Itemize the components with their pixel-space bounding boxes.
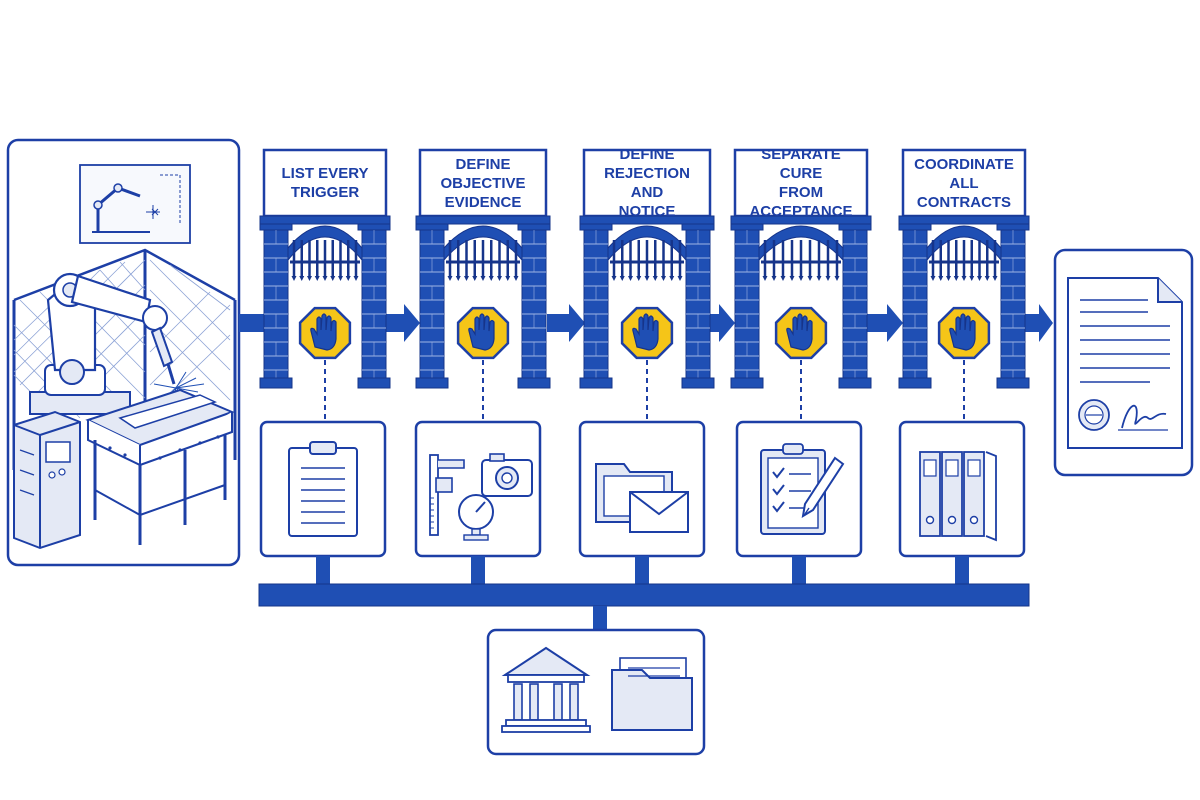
- gate-label-2: DEFINE OBJECTIVE EVIDENCE: [440, 155, 526, 211]
- bus-drop: [635, 556, 649, 584]
- gate-5: [898, 148, 1030, 584]
- folder-envelope-icon: [595, 463, 689, 533]
- evidence-box-2: [414, 420, 542, 558]
- stop-hand-icon: [774, 306, 828, 360]
- flow-arrow-5: [1023, 304, 1053, 342]
- evidence-box-4: [735, 420, 863, 558]
- bus-drop: [471, 556, 485, 584]
- flow-connector: [239, 314, 265, 332]
- gate-sign: [262, 148, 388, 218]
- checklist-pen-icon: [760, 443, 845, 535]
- evidence-box-3: [578, 420, 706, 558]
- measurement-tools-icon: [429, 453, 533, 541]
- stop-hand-icon: [298, 306, 352, 360]
- gate-sign: [901, 148, 1027, 218]
- flow-arrow-4: [865, 304, 903, 342]
- flow-arrow-2: [547, 304, 585, 342]
- evidence-box-1: [259, 420, 387, 558]
- archive-panel: [486, 628, 706, 756]
- robotic-welding-cell-panel: [6, 138, 241, 567]
- gate-2: [414, 148, 551, 584]
- file-folder-icon: [611, 657, 693, 731]
- signed-document-panel: [1053, 248, 1194, 477]
- blueprint-icon: [79, 164, 191, 244]
- evidence-box-5: [898, 420, 1026, 558]
- gate-label-3: DEFINE REJECTION AND NOTICE: [604, 146, 690, 220]
- evidence-bus: [258, 583, 1030, 630]
- gate-label-5: COORDINATE ALL CONTRACTS: [914, 155, 1014, 211]
- gate-label-4: SEPARATE CURE FROM ACCEPTANCE: [749, 146, 853, 220]
- gate-pillar: [419, 229, 445, 379]
- flow-arrows: [239, 304, 1053, 342]
- stop-hand-icon: [620, 306, 674, 360]
- stop-hand-icon: [937, 306, 991, 360]
- stop-hand-icon: [456, 306, 510, 360]
- gates: [259, 148, 1030, 584]
- binders-icon: [919, 451, 997, 542]
- gate-4: [730, 148, 872, 584]
- gate-1: [259, 148, 391, 584]
- bus-drop: [316, 556, 330, 584]
- gate-label-1: LIST EVERY TRIGGER: [281, 165, 369, 201]
- control-cabinet-icon: [13, 410, 81, 550]
- welding-table-icon: [85, 388, 235, 545]
- clipboard-icon: [288, 441, 358, 537]
- signature-icon: [1118, 405, 1168, 431]
- flow-arrow-1: [382, 304, 420, 342]
- seal-icon: [1078, 399, 1110, 431]
- courthouse-icon: [501, 646, 591, 733]
- gate-pillar: [361, 229, 387, 379]
- robot-arm-icon: [29, 272, 176, 415]
- bus-drop: [792, 556, 806, 584]
- bus-drop: [955, 556, 969, 584]
- gate-3: [578, 148, 715, 584]
- gate-sign: [733, 148, 869, 218]
